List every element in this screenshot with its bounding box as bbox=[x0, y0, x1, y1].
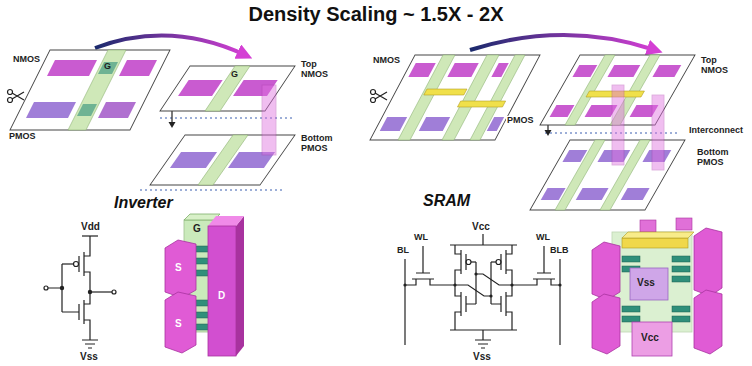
diagram-label: SRAM bbox=[423, 192, 470, 210]
diagram-label: Vss bbox=[80, 351, 98, 362]
diagram-label: WL bbox=[414, 233, 428, 243]
diagram-label: Top NMOS bbox=[300, 60, 338, 80]
diagram-label: WL bbox=[536, 233, 550, 243]
diagram-label: Interconnect bbox=[688, 126, 744, 136]
scissors-icon bbox=[371, 90, 388, 103]
diagram-label: G bbox=[231, 70, 238, 80]
interconnect-pillars bbox=[612, 85, 664, 170]
diagram-label: NMOS bbox=[372, 56, 401, 66]
diagram-label: BLB bbox=[550, 246, 569, 256]
sram-layout bbox=[370, 55, 540, 140]
diagram-label: NMOS bbox=[12, 55, 41, 65]
diagram-label: S bbox=[175, 262, 182, 273]
diagram-label: PMOS bbox=[8, 132, 37, 142]
diagram-label: Inverter bbox=[114, 194, 173, 212]
diagram-label: S bbox=[175, 318, 182, 329]
fold-arrow bbox=[470, 35, 655, 50]
sram-schematic bbox=[403, 234, 561, 348]
diagram-label: D bbox=[218, 290, 225, 301]
drain-pillar bbox=[262, 85, 276, 155]
diagram-label: Bottom PMOS bbox=[300, 134, 342, 154]
diagram-label: Bottom PMOS bbox=[696, 148, 738, 168]
diagram-label: G bbox=[193, 223, 201, 234]
diagram-label: BL bbox=[397, 246, 409, 256]
diagram-label: Vss bbox=[473, 351, 491, 362]
diagram-label: Top NMOS bbox=[700, 56, 738, 76]
diagram-label: Vss bbox=[637, 277, 655, 288]
inverter-schematic bbox=[44, 236, 116, 348]
inverter-3d bbox=[165, 214, 244, 356]
diagram-label: G bbox=[104, 62, 111, 72]
sram-3d bbox=[592, 218, 722, 356]
diagram-label: PMOS bbox=[506, 116, 535, 126]
diagram-label: Vcc bbox=[641, 332, 659, 343]
diagram-label: Vdd bbox=[81, 221, 100, 232]
diagram-title: Density Scaling ~ 1.5X - 2X bbox=[0, 3, 752, 25]
diagram-label: Vcc bbox=[472, 221, 490, 232]
scissors-icon bbox=[8, 90, 25, 103]
inverter-layout bbox=[10, 50, 170, 130]
